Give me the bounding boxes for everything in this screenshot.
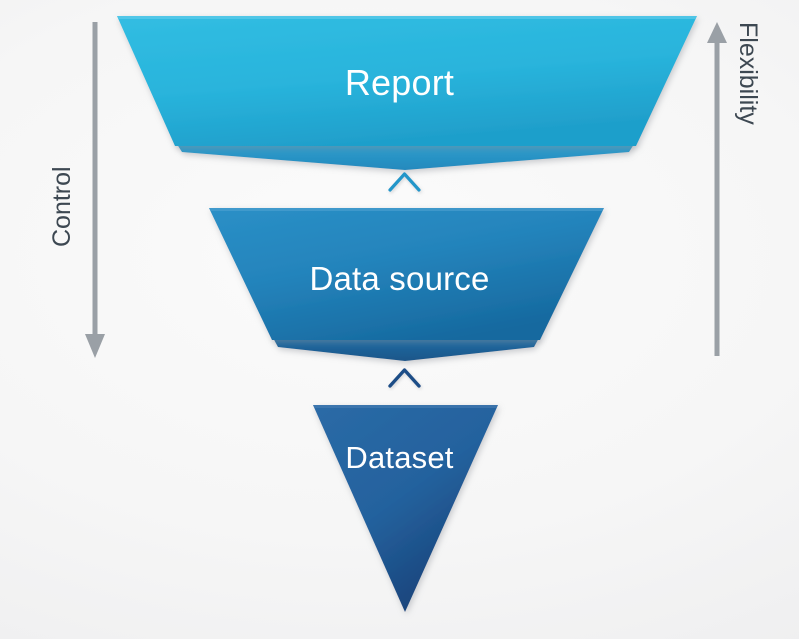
axis-label-flexibility: Flexibility: [734, 22, 762, 125]
report-fold-flap: [175, 141, 636, 170]
funnel-stage-report[interactable]: [117, 16, 697, 170]
data-source-top-highlight: [209, 208, 604, 211]
funnel-stage-data-source[interactable]: [209, 208, 604, 361]
data-source-fold-flap: [272, 336, 540, 361]
report-top-highlight: [117, 16, 697, 19]
connector-datasource-to-report: [388, 172, 421, 212]
flexibility-axis-arrow: [707, 22, 727, 356]
control-axis-arrow: [85, 22, 105, 358]
dataset-top-highlight: [313, 405, 498, 408]
data-source-shape: [209, 208, 604, 340]
report-shape: [117, 16, 697, 146]
connector-dataset-to-datasource: [388, 368, 421, 408]
stage-label-report: Report: [344, 62, 455, 103]
stage-label-data-source: Data source: [309, 260, 490, 297]
dataset-shape: [313, 405, 498, 612]
funnel-stage-dataset[interactable]: [313, 405, 498, 612]
stage-label-dataset: Dataset: [345, 440, 454, 475]
axis-label-control: Control: [48, 166, 76, 247]
